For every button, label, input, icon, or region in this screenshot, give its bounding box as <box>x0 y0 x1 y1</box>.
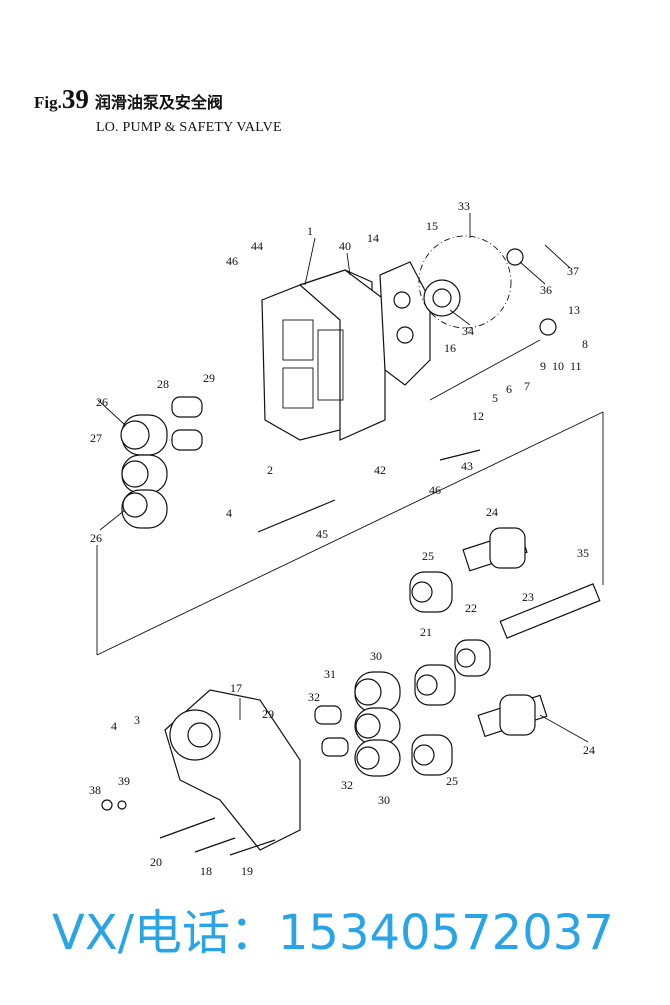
callout: 35 <box>577 546 589 560</box>
valve-spring-assembly <box>429 339 541 401</box>
callout: 42 <box>374 463 386 477</box>
plug-8 <box>539 318 557 336</box>
main-shaft-23 <box>499 583 601 639</box>
callout: 24 <box>486 505 498 519</box>
callout: 38 <box>89 783 101 797</box>
callout: 45 <box>316 527 328 541</box>
stud-43 <box>439 449 481 461</box>
callout: 21 <box>420 625 432 639</box>
callout: 44 <box>251 239 263 253</box>
leader-lines <box>97 213 589 743</box>
callout: 25 <box>422 549 434 563</box>
gear-25-bottom <box>411 734 453 776</box>
figure-title-chinese: 润滑油泵及安全阀 <box>94 93 223 112</box>
callout: 43 <box>461 459 473 473</box>
gear-22 <box>454 639 491 677</box>
callout: 17 <box>230 681 242 695</box>
nut-36 <box>506 248 524 266</box>
callout: 26 <box>90 531 102 545</box>
callout: 37 <box>567 264 579 278</box>
pump-housing <box>261 269 386 441</box>
watermark-contact-phone: VX/电话：15340572037 <box>52 905 614 961</box>
callout: 4 <box>111 719 117 733</box>
callout: 28 <box>157 377 169 391</box>
callout: 18 <box>200 864 212 878</box>
callout: 40 <box>339 239 351 253</box>
bush-stack-26-27 <box>120 414 168 529</box>
callout: 39 <box>118 774 130 788</box>
callout: 22 <box>465 601 477 615</box>
gear-21 <box>414 664 456 706</box>
callout: 46 <box>429 483 441 497</box>
callout: 13 <box>568 303 580 317</box>
callout: 1 <box>307 224 313 238</box>
callout: 15 <box>426 219 438 233</box>
callout: 14 <box>367 231 379 245</box>
callout: 2 <box>267 463 273 477</box>
bolts-18-19-20 <box>101 799 276 856</box>
callout: 25 <box>446 774 458 788</box>
callout: 29 <box>203 371 215 385</box>
figure-title: Fig.39 润滑油泵及安全阀 <box>34 84 223 114</box>
bush-stack-30-31 <box>354 671 401 777</box>
callout: 12 <box>472 409 484 423</box>
callout: 4 <box>226 506 232 520</box>
callout: 31 <box>324 667 336 681</box>
callout: 34 <box>462 324 474 338</box>
callout: 30 <box>370 649 382 663</box>
figure-prefix: Fig. <box>34 93 62 112</box>
callout: 8 <box>582 337 588 351</box>
pump-cover-17 <box>164 689 301 851</box>
drive-gear-33 <box>418 235 512 329</box>
callout: 3 <box>134 713 140 727</box>
figure-number: 39 <box>61 84 89 114</box>
callout: 6 <box>506 382 512 396</box>
callout: 19 <box>241 864 253 878</box>
callout: 32 <box>308 690 320 704</box>
callout: 24 <box>583 743 595 757</box>
callout: 26 <box>96 395 108 409</box>
callout: 36 <box>540 283 552 297</box>
callout: 20 <box>150 855 162 869</box>
bushes-32 <box>314 705 349 757</box>
callout: 46 <box>226 254 238 268</box>
gear-25-top <box>409 571 453 613</box>
gear-shaft-24-top <box>462 527 528 572</box>
stud-45 <box>257 499 336 533</box>
callout: 16 <box>444 341 456 355</box>
callout: 27 <box>90 431 102 445</box>
callout: 32 <box>341 778 353 792</box>
callout: 29 <box>262 707 274 721</box>
section-divider <box>96 411 604 656</box>
callout: 7 <box>524 379 530 393</box>
callout: 33 <box>458 199 470 213</box>
callout: 23 <box>522 590 534 604</box>
callout-labels: 46 44 1 40 14 15 33 37 36 13 8 34 16 9 1… <box>89 199 595 878</box>
gear-shaft-24-bottom <box>477 694 548 738</box>
callout: 5 <box>492 391 498 405</box>
figure-subtitle: LO. PUMP & SAFETY VALVE <box>96 120 282 135</box>
callout: 30 <box>378 793 390 807</box>
cover-plate <box>379 261 431 386</box>
bushes-28 <box>171 396 203 451</box>
callout: 9 10 11 <box>540 359 582 373</box>
